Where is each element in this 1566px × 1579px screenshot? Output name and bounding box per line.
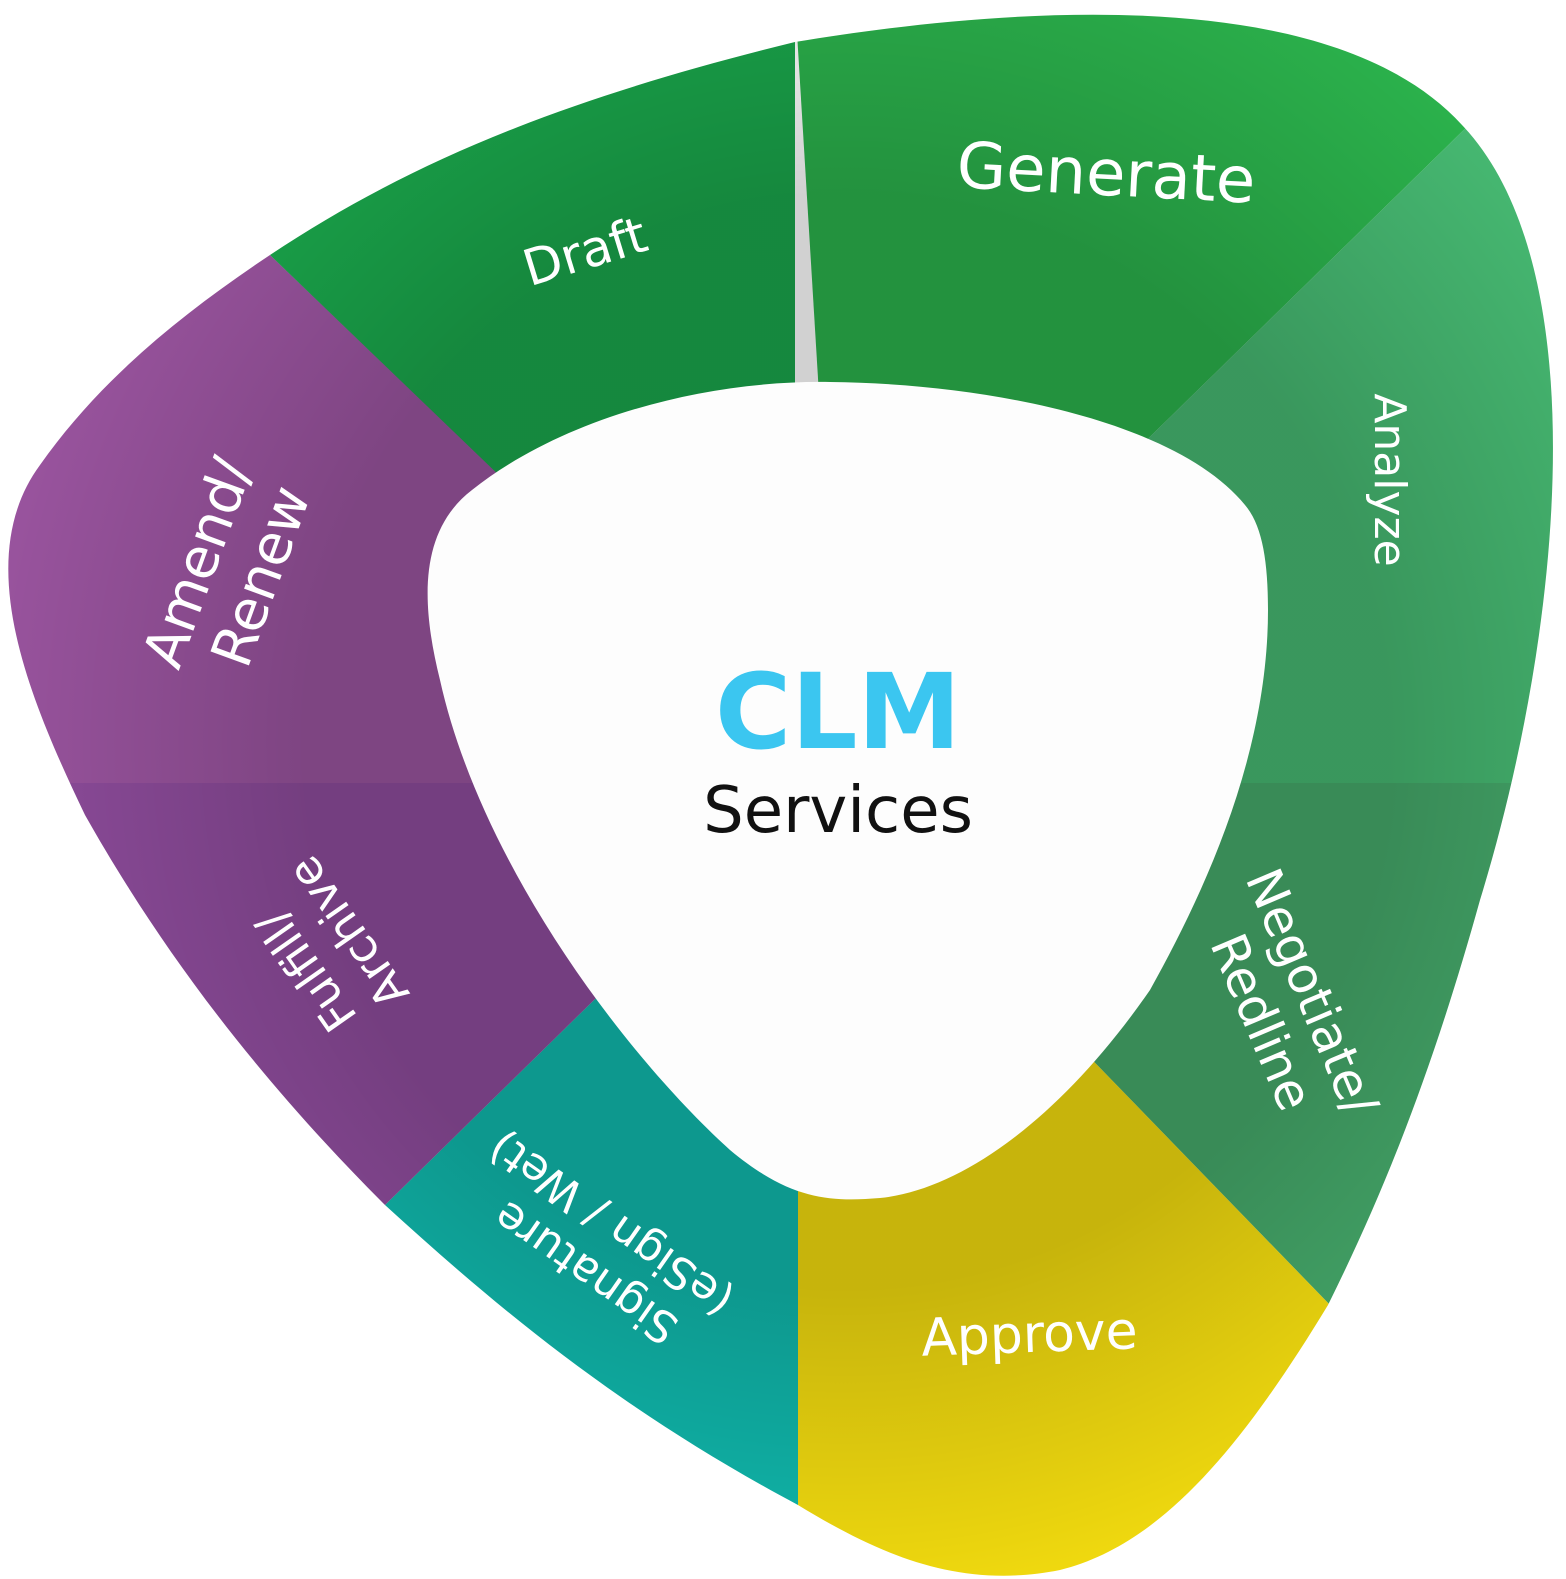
center-title: CLM bbox=[715, 651, 961, 773]
center-subtitle: Services bbox=[703, 774, 973, 848]
label-analyze: Analyze bbox=[1364, 393, 1415, 566]
center-label: CLM Services bbox=[703, 651, 973, 848]
center-hub bbox=[427, 381, 1269, 1200]
label-amend: Amend/ Renew bbox=[131, 433, 333, 698]
label-approve: Approve bbox=[920, 1301, 1138, 1369]
label-generate: Generate bbox=[955, 129, 1257, 219]
